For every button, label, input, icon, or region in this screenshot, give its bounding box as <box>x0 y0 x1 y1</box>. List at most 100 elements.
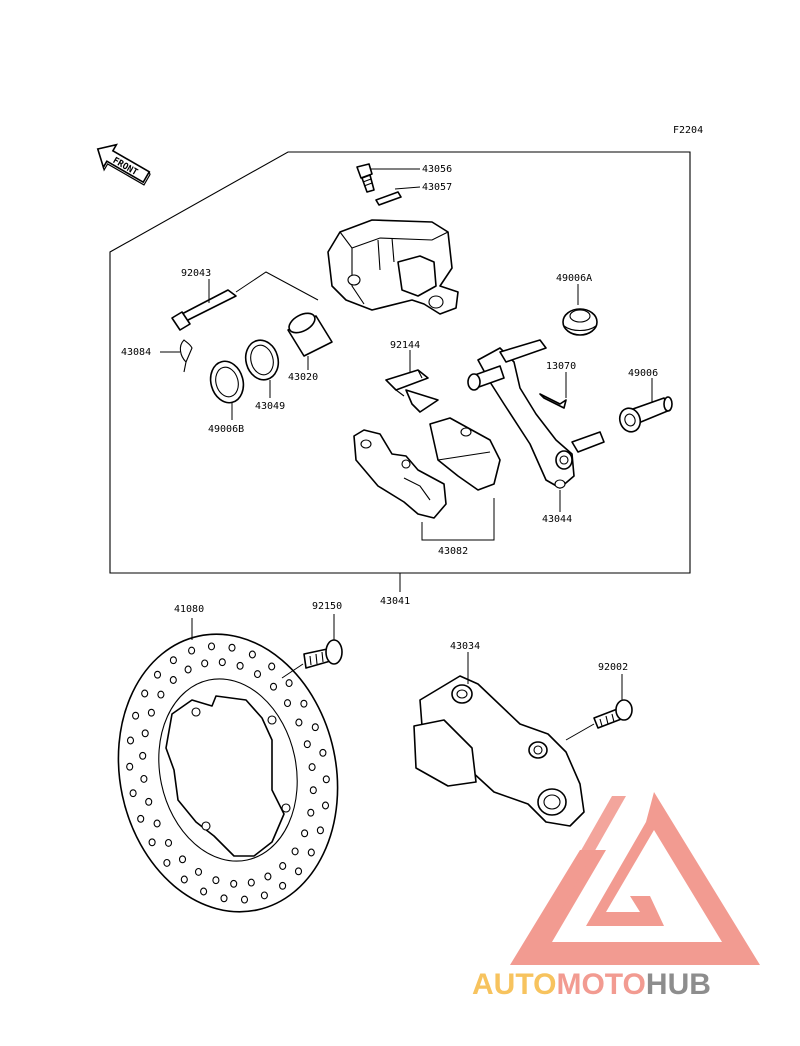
disc-hole <box>218 658 226 667</box>
disc-hole <box>220 894 228 903</box>
part-label: 49006 <box>628 368 658 379</box>
logo-text-moto: MOTO <box>556 968 645 1001</box>
disc-hole <box>285 679 293 688</box>
disc-hole <box>157 690 165 699</box>
caliper-piston <box>287 312 333 357</box>
part-label: 43056 <box>422 164 452 175</box>
part-label: 92144 <box>390 340 420 351</box>
part-label: 92150 <box>312 601 342 612</box>
leader-bolt-to-disc <box>281 663 304 679</box>
disc-hole <box>311 723 319 732</box>
logo-triangle-icon <box>510 792 760 965</box>
disc-hole <box>178 855 187 864</box>
disc-hole <box>137 814 145 823</box>
disc-hole <box>164 838 173 847</box>
disc-hole <box>295 718 303 727</box>
pin-clip <box>179 339 193 373</box>
holder-bolt <box>593 699 633 729</box>
caliper-assembly-outline <box>109 151 691 574</box>
logo-text-hub: HUB <box>646 968 711 1001</box>
caliper-holder <box>413 675 585 827</box>
disc-hole <box>147 708 155 717</box>
part-label: 43034 <box>450 641 480 652</box>
disc-hole <box>264 872 272 881</box>
disc-hole <box>184 665 192 674</box>
part-label: 43049 <box>255 401 285 412</box>
disc-hole <box>169 656 177 665</box>
brake-pad-inner <box>429 417 501 491</box>
disc-hole <box>247 878 255 887</box>
disc-hole <box>279 862 287 870</box>
disc-hole <box>316 826 324 835</box>
part-label: 43041 <box>380 596 410 607</box>
dust-seal <box>209 360 245 404</box>
part-label: 49006A <box>556 273 592 284</box>
part-label: 92043 <box>181 268 211 279</box>
disc-hole <box>307 808 315 817</box>
leader-43057 <box>394 186 421 190</box>
disc-hole <box>145 797 153 806</box>
part-label: 41080 <box>174 604 204 615</box>
part-label: 43082 <box>438 546 468 557</box>
disc-hole <box>291 847 299 856</box>
caliper-bracket <box>467 339 605 489</box>
figure-code: F2204 <box>673 125 703 136</box>
caliper-sleeve <box>618 396 673 433</box>
bleeder-cap <box>375 191 402 206</box>
caliper-pin <box>171 289 237 331</box>
disc-hole <box>126 762 134 771</box>
logo-text-auto: AUTO <box>472 968 556 1001</box>
front-arrow-icon: FRONT <box>96 143 151 186</box>
part-label: 43084 <box>121 347 151 358</box>
disc-hole <box>236 661 244 670</box>
part-label: 13070 <box>546 361 576 372</box>
disc-hole <box>207 642 216 651</box>
disc-drill-holes <box>126 642 330 904</box>
leader-pin-to-caliper <box>235 271 319 301</box>
disc-hole <box>139 751 147 760</box>
leader-43082 <box>421 498 495 541</box>
disc-hole <box>132 711 140 720</box>
part-label: 43044 <box>542 514 572 525</box>
disc-hole <box>153 819 161 828</box>
disc-hole <box>253 670 262 679</box>
caliper-body <box>327 219 459 315</box>
disc-hole <box>279 881 287 890</box>
disc-hole <box>283 699 292 708</box>
disc-hole <box>301 829 309 838</box>
disc-hole <box>148 838 156 847</box>
disc-hole <box>141 689 149 698</box>
disc-hole <box>268 662 276 671</box>
disc-hole <box>240 895 249 904</box>
pad-spring <box>385 369 439 413</box>
disc-hole <box>194 867 203 876</box>
disc-hole <box>308 763 316 772</box>
disc-hole <box>319 748 327 757</box>
disc-hole <box>212 876 220 885</box>
svg-text:AUTOMOTOHUB: AUTOMOTOHUB <box>472 968 711 1001</box>
part-label: 92002 <box>598 662 628 673</box>
disc-hole <box>322 775 330 784</box>
disc-hole <box>169 676 177 684</box>
disc-hole <box>248 650 256 659</box>
disc-hole <box>294 867 303 876</box>
disc-hole <box>163 858 171 867</box>
disc-hole <box>309 786 317 795</box>
disc-hole <box>188 646 196 655</box>
bleeder-valve <box>356 163 375 193</box>
brake-disc <box>117 633 339 913</box>
disc-hole <box>321 801 330 810</box>
caliper-boot <box>562 308 598 336</box>
piston-seal <box>244 339 280 381</box>
caliper-plate <box>539 393 567 409</box>
disc-bolt <box>303 639 343 669</box>
disc-hole <box>129 789 137 798</box>
disc-hole <box>230 879 238 888</box>
disc-hole <box>180 875 188 884</box>
disc-hole <box>201 659 209 668</box>
disc-hole <box>260 891 268 900</box>
disc-hole <box>269 682 278 691</box>
disc-hole <box>140 774 148 783</box>
disc-hole <box>228 643 236 652</box>
